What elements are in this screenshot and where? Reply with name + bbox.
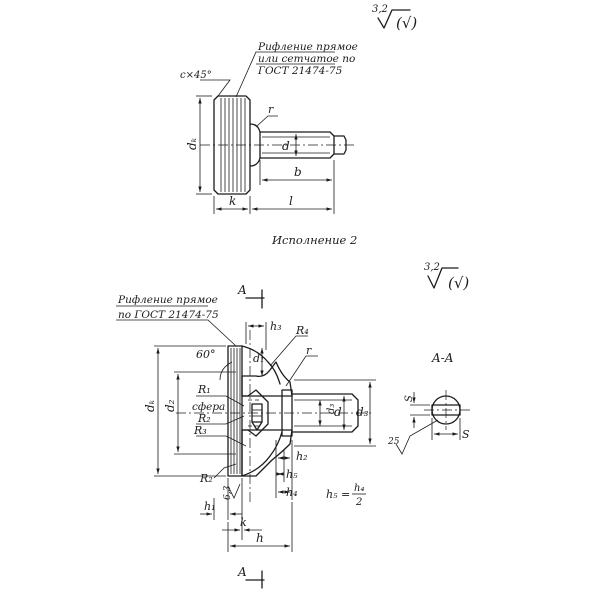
formula-lhs: h₅ =	[326, 488, 350, 501]
dim-r4: R₄	[295, 324, 309, 337]
roughness-paren-bottom: (√)	[448, 274, 469, 292]
formula-num: h₄	[354, 483, 364, 494]
dim-l-top: l	[289, 194, 293, 208]
dim-d1: d₁	[253, 352, 264, 365]
roughness-value-bottom: 3,2	[424, 262, 440, 273]
knurl-note-bottom-line1: Рифление прямое	[117, 294, 218, 306]
dim-h3: h₃	[270, 320, 282, 333]
threaded-shank	[200, 123, 356, 167]
section-title: A-A	[431, 351, 454, 365]
section-a-a: A-A S S 25	[387, 351, 470, 455]
h5-formula: h₅ = h₄ 2	[326, 483, 366, 508]
dim-h5: h₅	[286, 468, 298, 481]
angle-60: 60°	[196, 348, 216, 361]
dim-r2: R₂	[197, 412, 211, 425]
chamfer-label: c×45°	[180, 70, 212, 81]
dim-k-top: k	[229, 194, 236, 208]
knurl-note-line2: или сетчатое по	[258, 53, 355, 65]
dim-h4: h₄	[286, 486, 298, 499]
dim-r1: R₁	[197, 383, 211, 396]
dim-b-top: b	[294, 165, 302, 179]
section-mark-a-top: A	[237, 283, 247, 297]
section-mark-a-bottom: A	[237, 565, 247, 579]
bottom-view: 3,2 (√) Рифление прямое по ГОСТ 21474-75…	[116, 262, 470, 589]
dim-d-bottom: d	[334, 405, 342, 419]
dim-dk-bottom: dₖ	[143, 399, 157, 412]
dim-h1: h₁	[204, 500, 216, 513]
sphere-label: сфера	[192, 401, 225, 413]
dim-ds: d₃	[356, 405, 369, 419]
dim-s-small: S	[404, 395, 415, 402]
section-mark-bottom: A	[237, 565, 265, 589]
knurl-note-bottom-line2: по ГОСТ 21474-75	[118, 309, 219, 321]
top-view: 3,2 (√) Рифление	[180, 4, 417, 247]
section-mark-top: A	[237, 283, 265, 309]
dim-d2: d₂	[163, 399, 177, 412]
dim-dk-top: dₖ	[185, 137, 199, 150]
dim-r-top: r	[268, 103, 274, 116]
knurl-note-line1: Рифление прямое	[257, 41, 358, 53]
dim-d3-inner: d₃	[326, 404, 337, 414]
variant-caption: Исполнение 2	[271, 233, 357, 247]
knurl-note-line3: ГОСТ 21474-75	[257, 65, 343, 77]
dim-r3: R₃	[193, 424, 207, 437]
dim-r-bottom: r	[306, 344, 312, 357]
dim-s: S	[462, 428, 470, 441]
roughness-value-top: 3,2	[372, 4, 388, 15]
dim-k-bottom: k	[240, 516, 247, 529]
dim-r2-bottom: R₂	[199, 472, 213, 485]
roughness-paren-top: (√)	[396, 14, 417, 32]
dim-h: h	[256, 531, 264, 545]
roughness-symbol-top: 3,2 (√)	[372, 4, 417, 32]
formula-den: 2	[355, 497, 362, 508]
roughness-25: 25	[387, 437, 400, 447]
roughness-symbol-bottom: 3,2 (√)	[424, 262, 469, 292]
dim-d-top: d	[282, 139, 290, 153]
dim-h2: h₂	[296, 450, 308, 463]
